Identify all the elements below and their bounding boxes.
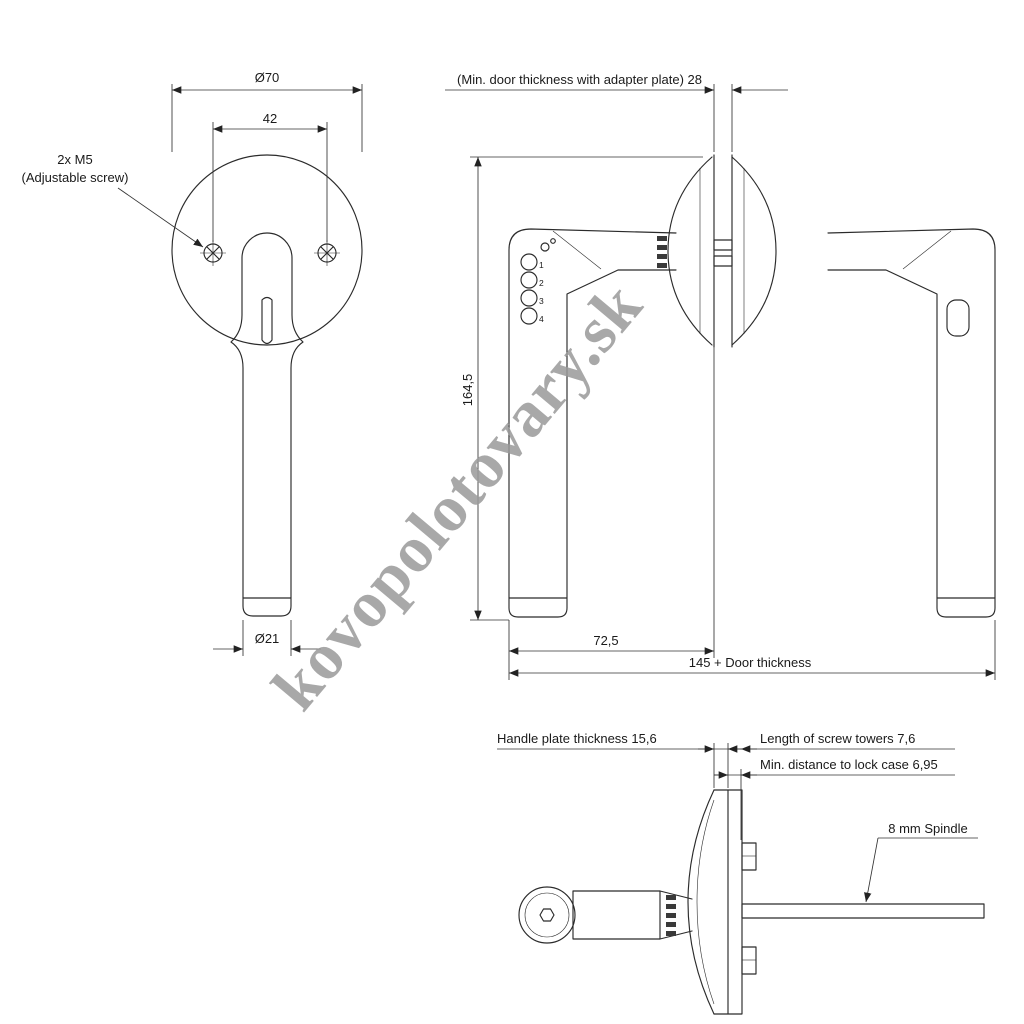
dim-bottom-lines (497, 743, 955, 840)
end-cap (518, 886, 576, 944)
left-lever: 1 2 3 4 (508, 228, 677, 618)
handle-bottom (518, 886, 693, 944)
keypad-button-1 (520, 253, 538, 271)
keypad-digit-1: 1 (539, 260, 544, 270)
dim-grip-diameter-lines (213, 620, 321, 656)
dim-screw-spacing: 42 (263, 111, 277, 126)
rose-outline (171, 154, 363, 346)
watermark: kovopolotovary.sk (258, 269, 656, 724)
bottom-view: Handle plate thickness 15,6 Length of sc… (497, 731, 985, 1015)
dim-total: 145 + Door thickness (689, 655, 812, 670)
dim-lock-case: Min. distance to lock case 6,95 (760, 757, 938, 772)
hex-socket (539, 908, 555, 922)
spindle (741, 903, 985, 919)
dim-grip-diameter: Ø21 (255, 631, 280, 646)
brand-label (657, 236, 667, 268)
keypad-digit-4: 4 (539, 314, 544, 324)
screw-towers (741, 842, 757, 975)
keypad-digit-3: 3 (539, 296, 544, 306)
side-view: 1 2 3 4 (445, 72, 996, 680)
dim-total-lines (509, 620, 996, 680)
keypad: 1 2 3 4 (520, 238, 556, 325)
dim-handle-depth: 72,5 (593, 633, 618, 648)
dim-door-thickness: (Min. door thickness with adapter plate)… (457, 72, 702, 87)
front-view: Ø70 42 Ø21 2x M5 (Adjustable screw) (22, 70, 363, 656)
dim-handle-height: 164,5 (460, 374, 475, 407)
screw-right (314, 240, 340, 266)
right-lever (827, 228, 996, 618)
screw-callout-line1: 2x M5 (57, 152, 92, 167)
keypad-button-3 (520, 289, 538, 307)
dim-screw-towers: Length of screw towers 7,6 (760, 731, 915, 746)
dim-screw-spacing-lines (212, 122, 328, 242)
dim-plate-thickness: Handle plate thickness 15,6 (497, 731, 657, 746)
keypad-digit-2: 2 (539, 278, 544, 288)
rose-pair-side (667, 154, 777, 348)
handle-grip-front (230, 232, 304, 617)
keypad-button-4 (520, 307, 538, 325)
dim-handle-height-lines (470, 156, 703, 621)
cylinder-cover (946, 299, 970, 337)
screw-callout-leader (117, 187, 204, 248)
keypad-button-2 (520, 271, 538, 289)
spindle-adapter (713, 239, 733, 267)
dim-rose-diameter: Ø70 (255, 70, 280, 85)
spindle-leader (864, 837, 879, 903)
screw-left (200, 240, 226, 266)
spindle-callout: 8 mm Spindle (888, 821, 967, 836)
dim-rose-diameter-lines (171, 84, 363, 152)
brand-label-bottom (666, 895, 676, 936)
rose-bottom (687, 789, 757, 1015)
led-indicator (540, 242, 550, 252)
screw-callout-line2: (Adjustable screw) (22, 170, 129, 185)
dim-door-thickness-lines (445, 84, 788, 152)
